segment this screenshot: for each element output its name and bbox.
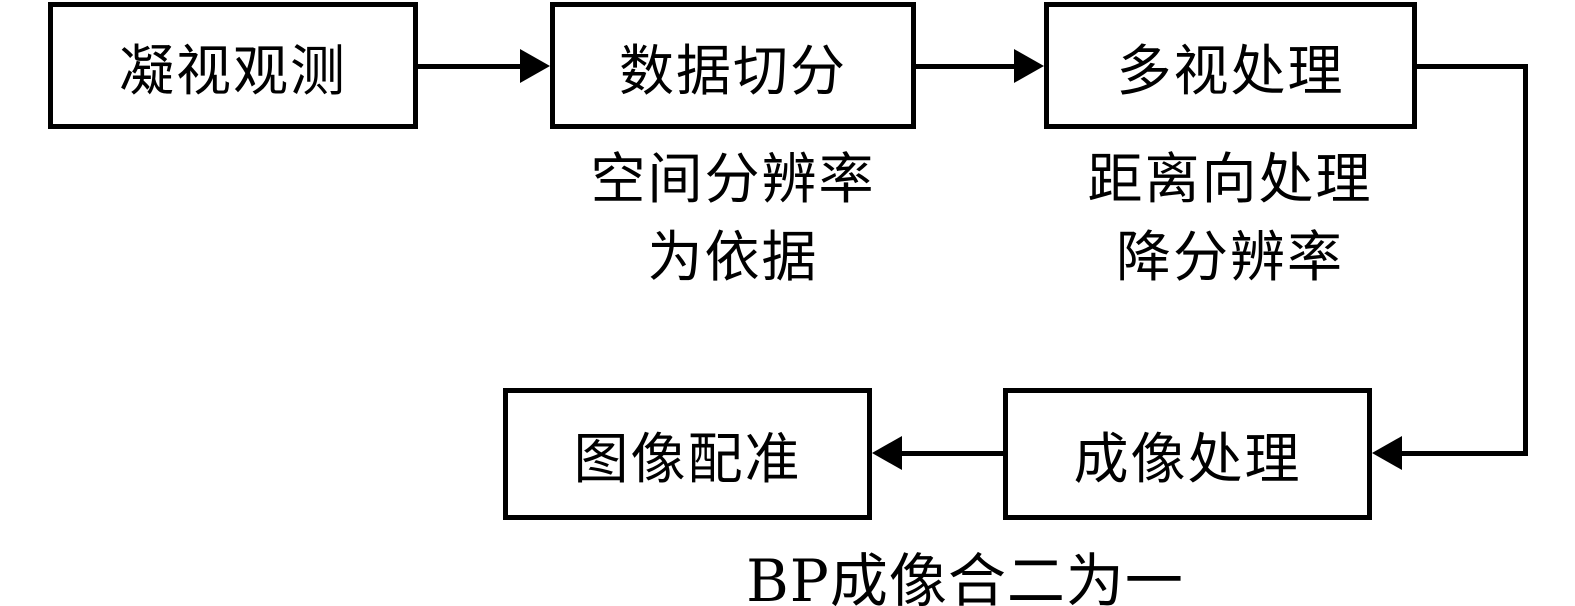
edge-multilook-to-imaging-segment-horizontal-bottom bbox=[1398, 451, 1528, 456]
annotation-line: 距离向处理 bbox=[1087, 147, 1373, 211]
arrowhead-right-icon bbox=[1014, 49, 1044, 83]
annotation-data-segmentation-note: 空间分辨率 为依据 bbox=[538, 140, 928, 296]
node-data-segmentation: 数据切分 bbox=[550, 2, 916, 129]
annotation-line: 为依据 bbox=[647, 225, 819, 289]
arrowhead-left-icon bbox=[1372, 436, 1402, 470]
node-label: 图像配准 bbox=[573, 427, 802, 491]
edge-imaging-to-registration-line bbox=[900, 451, 1003, 456]
arrowhead-left-icon bbox=[872, 436, 902, 470]
bottom-caption: BP成像合二为一 bbox=[746, 547, 1184, 606]
node-label: 成像处理 bbox=[1073, 427, 1302, 491]
annotation-line: 空间分辨率 bbox=[590, 147, 876, 211]
annotation-line: 降分辨率 bbox=[1115, 225, 1344, 289]
node-gaze-observation: 凝视观测 bbox=[48, 2, 418, 129]
arrowhead-right-icon bbox=[520, 49, 550, 83]
edge-multilook-to-imaging-segment-vertical bbox=[1523, 64, 1528, 456]
node-multilook-processing: 多视处理 bbox=[1044, 2, 1417, 129]
edge-gaze-to-segmentation-line bbox=[418, 64, 522, 69]
node-image-registration: 图像配准 bbox=[503, 388, 872, 520]
edge-multilook-to-imaging-segment-horizontal-top bbox=[1417, 64, 1528, 69]
annotation-multilook-processing-note: 距离向处理 降分辨率 bbox=[1035, 140, 1425, 296]
node-label: 凝视观测 bbox=[118, 38, 347, 103]
node-label: 多视处理 bbox=[1116, 38, 1345, 103]
edge-segmentation-to-multilook-line bbox=[916, 64, 1016, 69]
node-label: 数据切分 bbox=[618, 38, 847, 103]
node-imaging-processing: 成像处理 bbox=[1003, 388, 1372, 520]
